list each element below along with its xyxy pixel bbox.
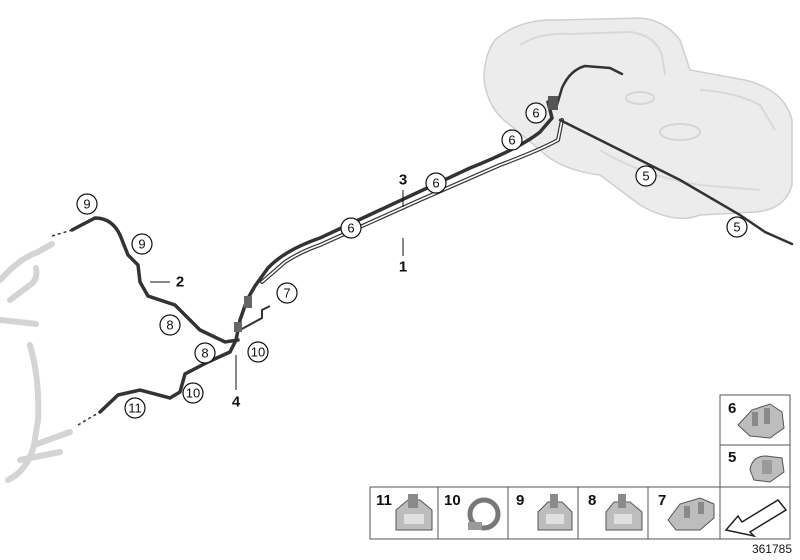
ghost-filler-pipes <box>0 241 73 483</box>
direction-arrow-icon <box>724 499 788 538</box>
fuel-line-2 <box>70 216 240 344</box>
fuel-line-5 <box>554 64 624 110</box>
part-label-1: 1 <box>399 259 407 276</box>
callout-9: 9 <box>138 237 145 252</box>
legend-label-5: 5 <box>728 449 736 466</box>
callout-5: 5 <box>733 220 740 235</box>
clip-icon <box>737 403 785 439</box>
legend-label-9: 9 <box>516 492 524 509</box>
connector <box>548 96 558 110</box>
callout-9: 9 <box>83 197 90 212</box>
callout-10: 10 <box>251 345 265 360</box>
fuel-line-4 <box>98 298 249 414</box>
callout-6: 6 <box>532 106 539 121</box>
callout-5: 5 <box>642 169 649 184</box>
callout-11: 11 <box>128 401 142 416</box>
callout-8: 8 <box>201 346 208 361</box>
callout-7: 7 <box>283 286 290 301</box>
callout-6: 6 <box>508 133 515 148</box>
legend-label-11: 11 <box>376 492 392 509</box>
fuel-tank <box>483 17 793 220</box>
part-label-3: 3 <box>399 172 407 189</box>
callout-6: 6 <box>347 221 354 236</box>
part-label-4: 4 <box>232 394 241 411</box>
legend-bottom: 11 10 9 8 7 <box>369 486 791 540</box>
connector <box>234 322 242 332</box>
legend-side: 6 5 <box>719 394 791 488</box>
legend-label-10: 10 <box>444 492 461 509</box>
clip-icon <box>667 497 715 531</box>
clip-icon <box>605 494 643 531</box>
callout-10: 10 <box>186 386 200 401</box>
hose-clamp-icon <box>467 497 501 531</box>
document-number: 361785 <box>752 542 792 556</box>
legend-label-8: 8 <box>588 492 596 509</box>
clip-icon <box>395 494 433 531</box>
clip-icon <box>537 494 573 531</box>
legend-label-7: 7 <box>658 492 666 509</box>
legend-label-6: 6 <box>728 400 736 417</box>
callout-8: 8 <box>166 318 173 333</box>
callout-6: 6 <box>432 176 439 191</box>
clip-icon <box>749 455 785 483</box>
connector <box>244 296 252 308</box>
fuel-line-3 <box>245 100 554 302</box>
part-label-2: 2 <box>176 274 184 291</box>
